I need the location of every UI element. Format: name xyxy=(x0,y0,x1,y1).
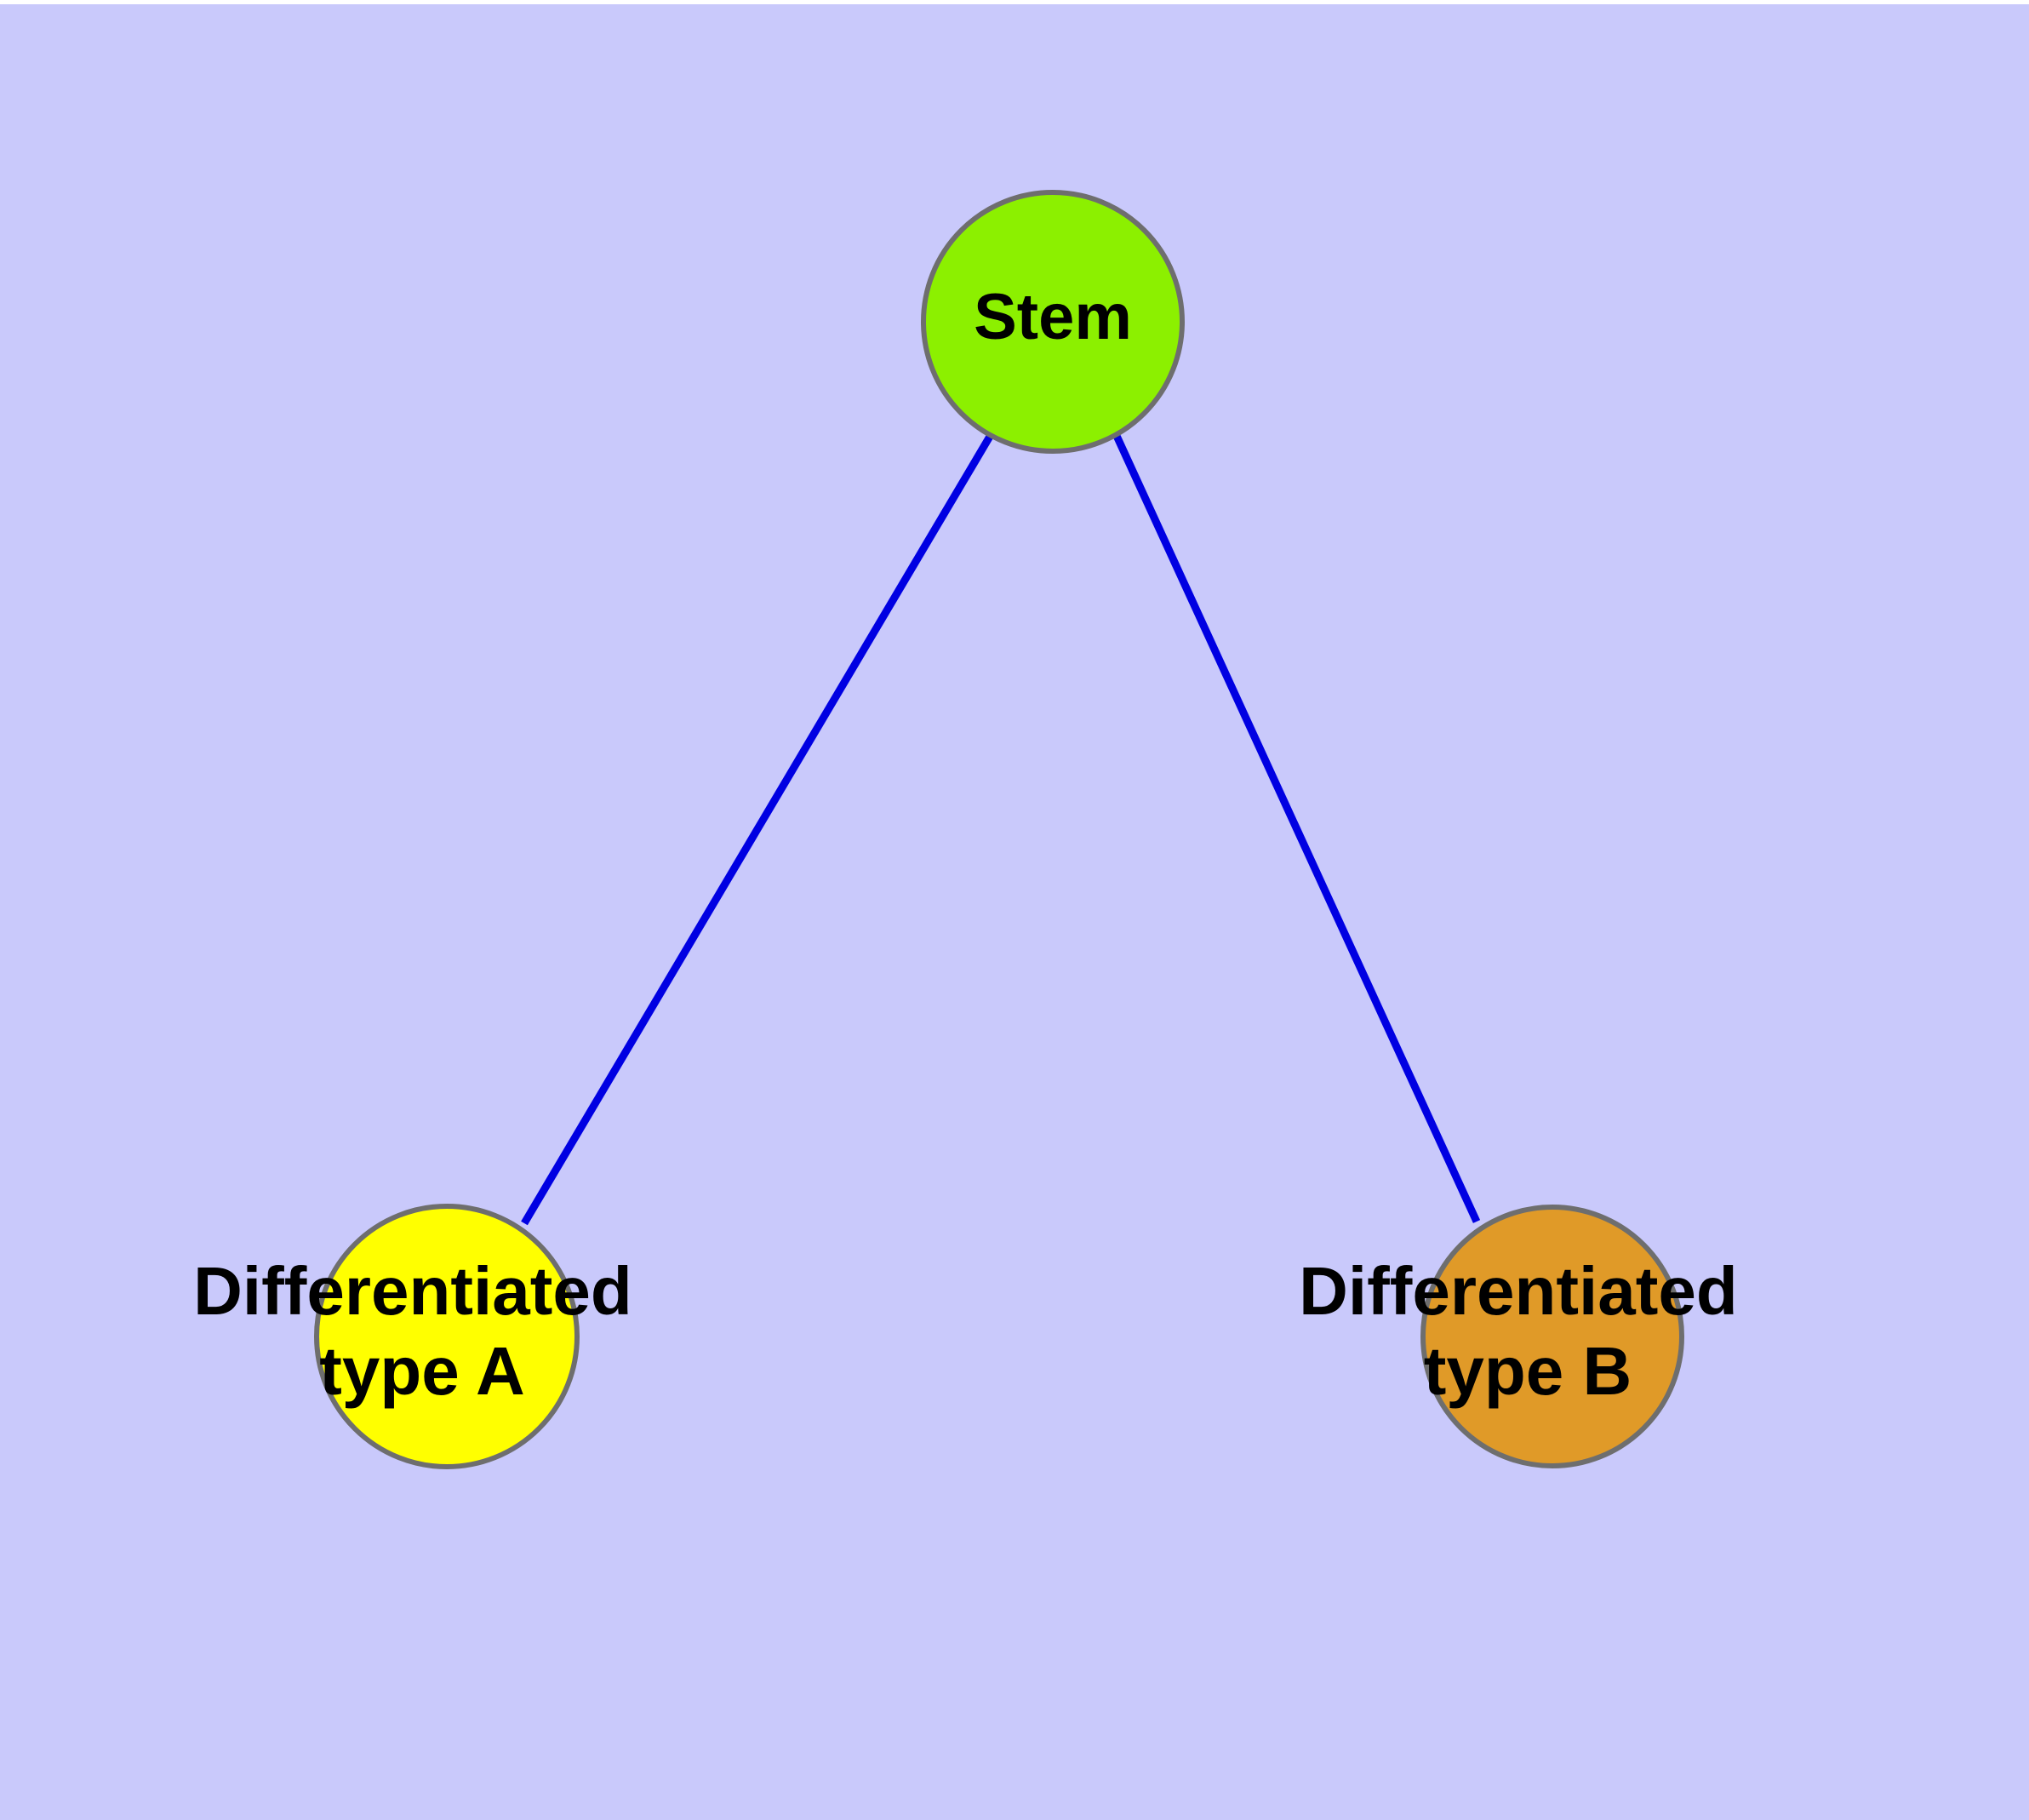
differentiated-type-b-node-circle[interactable] xyxy=(1420,1205,1684,1468)
diagram-plot-area: Stem Differentiated type A Differentiate… xyxy=(0,4,2029,1820)
graph-svg: Stem Differentiated type A Differentiate… xyxy=(193,190,1757,1469)
diff-a-label-line-2: type A xyxy=(319,1333,525,1409)
differentiated-type-a-node-label: Differentiated type A xyxy=(193,1253,651,1409)
diff-a-label-line-1: Differentiated xyxy=(193,1253,632,1329)
node-layer: Stem Differentiated type A Differentiate… xyxy=(193,190,1757,1469)
differentiated-type-a-node-circle[interactable] xyxy=(314,1204,580,1469)
node-stem[interactable]: Stem xyxy=(921,190,1185,454)
edge-stem-to-differentiated-type-a[interactable] xyxy=(521,432,994,1226)
stem-node-label: Stem xyxy=(974,281,1132,353)
edge-layer xyxy=(521,432,1481,1226)
differentiated-type-b-node-label: Differentiated type B xyxy=(1299,1253,1757,1409)
edge-stem-to-differentiated-type-b[interactable] xyxy=(1112,434,1481,1223)
stem-label-line-1: Stem xyxy=(974,281,1132,353)
diff-b-label-line-2: type B xyxy=(1424,1333,1632,1409)
stem-node-circle[interactable] xyxy=(921,190,1185,454)
diff-b-label-line-1: Differentiated xyxy=(1299,1253,1738,1329)
node-differentiated-type-b[interactable]: Differentiated type B xyxy=(1299,1205,1757,1468)
node-differentiated-type-a[interactable]: Differentiated type A xyxy=(193,1204,651,1469)
